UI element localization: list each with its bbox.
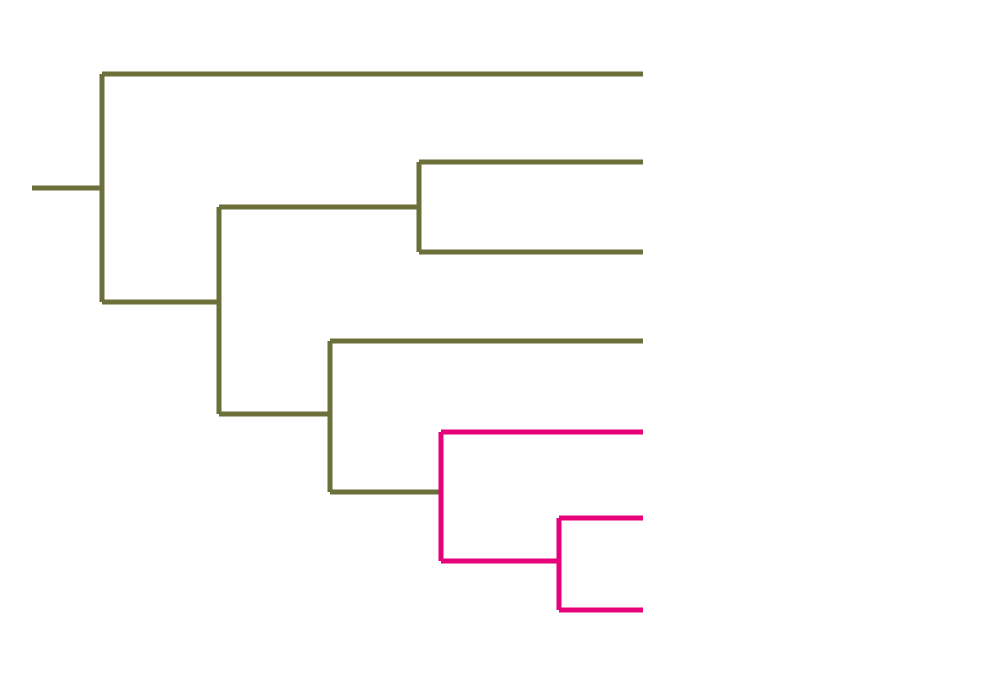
tree-branches [32,71,643,613]
